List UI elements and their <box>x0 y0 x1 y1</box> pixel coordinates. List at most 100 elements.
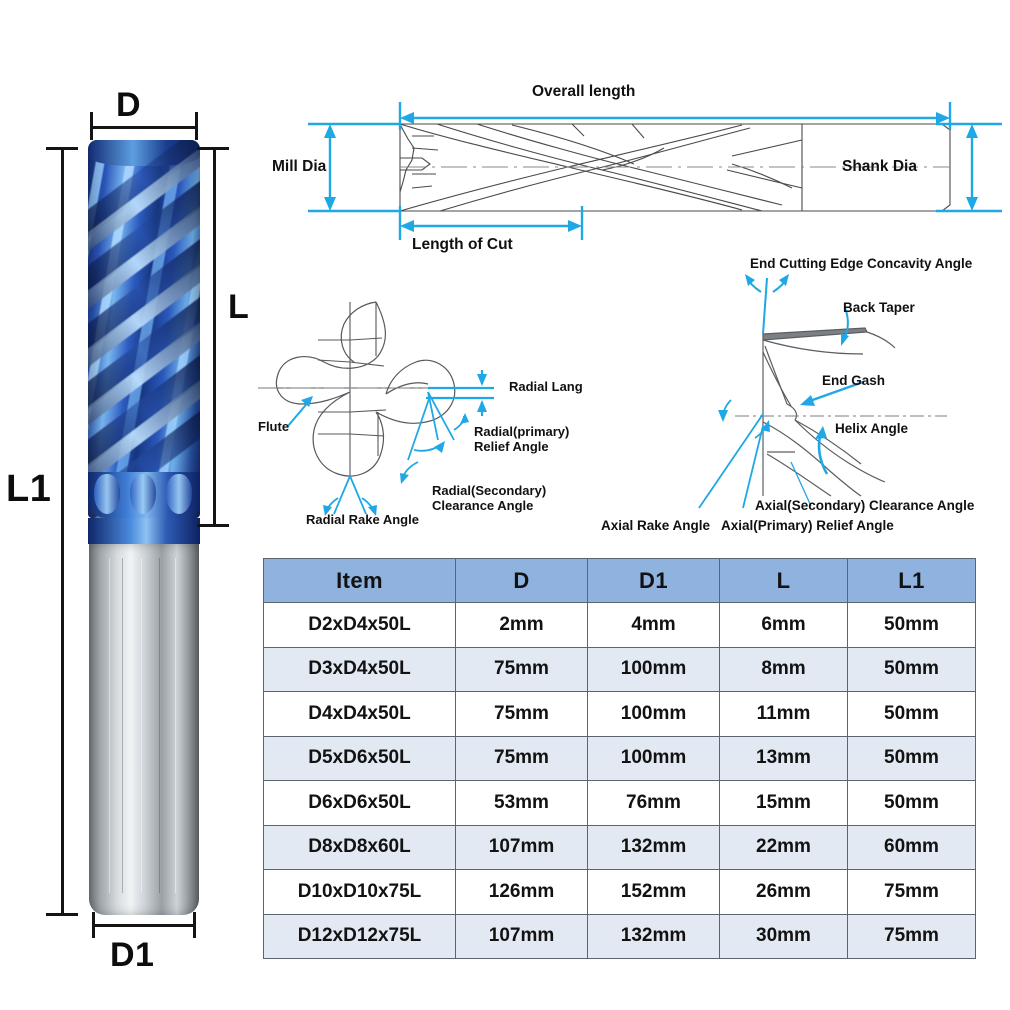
cell-l1: 75mm <box>847 913 976 959</box>
l1-dimension-line <box>61 148 64 915</box>
cell-item: D6xD6x50L <box>263 780 456 826</box>
label-length-of-cut: Length of Cut <box>412 236 513 253</box>
cell-l1: 50mm <box>847 735 976 781</box>
endmill-profile-outline <box>762 327 896 497</box>
l-tick-top <box>197 147 229 150</box>
label-flute: Flute <box>258 419 290 434</box>
cell-l1: 50mm <box>847 691 976 737</box>
cell-l: 8mm <box>719 646 848 692</box>
cell-item: D2xD4x50L <box>263 602 456 648</box>
flute-section <box>88 140 200 518</box>
flute-cross-section <box>275 301 456 477</box>
flute-leader <box>287 396 313 427</box>
helix-angle-leader <box>815 426 829 475</box>
cell-item: D10xD10x75L <box>263 869 456 915</box>
label-end-cutting-edge-concavity-angle: End Cutting Edge Concavity Angle <box>750 256 973 271</box>
cell-d1: 76mm <box>587 780 720 826</box>
cell-d: 107mm <box>455 913 588 959</box>
cell-d: 2mm <box>455 602 588 648</box>
steel-shank-section <box>89 544 199 915</box>
label-l: L <box>228 288 250 326</box>
d-dimension-line <box>90 126 198 129</box>
side-view-svg <box>308 102 1002 240</box>
back-taper-leader <box>841 307 849 346</box>
flute-end-lobes <box>88 472 200 518</box>
radial-secondary-clearance-leader <box>400 395 445 484</box>
label-end-gash: End Gash <box>822 373 886 388</box>
cell-l1: 50mm <box>847 602 976 648</box>
profile-view-svg <box>698 274 947 509</box>
coating-transition-band <box>88 518 200 544</box>
column-header-item: Item <box>263 558 456 603</box>
d1-tick-left <box>92 912 95 938</box>
cell-item: D8xD8x60L <box>263 824 456 870</box>
cell-d: 75mm <box>455 691 588 737</box>
table-row: D3xD4x50L 75mm 100mm 8mm 50mm <box>263 646 976 692</box>
cell-l1: 50mm <box>847 646 976 692</box>
label-shank-dia: Shank Dia <box>842 158 917 175</box>
label-axial-secondary-clearance-angle: Axial(Secondary) Clearance Angle <box>755 498 975 513</box>
specification-table: Item D D1 L L1 D2xD4x50L 2mm 4mm 6mm 50m… <box>263 558 976 959</box>
label-radial-secondary-clearance-angle: Radial(Secondary) Clearance Angle <box>432 483 547 513</box>
table-row: D10xD10x75L 126mm 152mm 26mm 75mm <box>263 869 976 915</box>
label-d: D <box>116 86 142 124</box>
cell-l: 26mm <box>719 869 848 915</box>
table-row: D4xD4x50L 75mm 100mm 11mm 50mm <box>263 691 976 737</box>
l1-tick-bottom <box>46 913 78 916</box>
d-tick-right <box>195 112 198 140</box>
cell-d: 126mm <box>455 869 588 915</box>
cell-l1: 50mm <box>847 780 976 826</box>
label-back-taper: Back Taper <box>843 300 915 315</box>
end-mill-tool-image <box>88 140 200 915</box>
side-view-diagram: Overall length Mill Dia Shank Dia Length… <box>272 78 1002 263</box>
cell-l: 13mm <box>719 735 848 781</box>
d1-tick-right <box>193 912 196 938</box>
product-photo-panel: D L L1 D1 <box>0 0 262 1010</box>
cell-d: 107mm <box>455 824 588 870</box>
radial-primary-relief-leader <box>427 391 469 441</box>
table-row: D2xD4x50L 2mm 4mm 6mm 50mm <box>263 602 976 648</box>
label-axial-primary-relief-angle: Axial(Primary) Relief Angle <box>721 518 894 533</box>
cell-l: 6mm <box>719 602 848 648</box>
label-axial-rake-angle: Axial Rake Angle <box>601 518 711 533</box>
end-gash-leader <box>800 380 864 406</box>
axial-primary-relief-leader <box>742 420 770 509</box>
cell-l1: 60mm <box>847 824 976 870</box>
cell-d1: 4mm <box>587 602 720 648</box>
label-mill-dia: Mill Dia <box>272 158 327 175</box>
radial-lang-dimension <box>426 370 494 416</box>
overall-length-dimension <box>398 102 952 130</box>
label-l1: L1 <box>6 468 52 510</box>
cell-item: D5xD6x50L <box>263 735 456 781</box>
cell-d1: 152mm <box>587 869 720 915</box>
cell-l1: 75mm <box>847 869 976 915</box>
axial-rake-leader <box>698 399 764 509</box>
table-header-row: Item D D1 L L1 <box>263 558 976 603</box>
column-header-d: D <box>455 558 588 603</box>
column-header-d1: D1 <box>587 558 720 603</box>
cell-d1: 100mm <box>587 691 720 737</box>
label-overall-length: Overall length <box>532 83 636 100</box>
end-view-diagram: Flute Radial Lang Radial(primary) Relief… <box>258 300 608 540</box>
cell-d: 75mm <box>455 646 588 692</box>
l-dimension-line <box>213 148 216 526</box>
cell-l: 22mm <box>719 824 848 870</box>
label-radial-lang: Radial Lang <box>509 379 583 394</box>
cell-item: D4xD4x50L <box>263 691 456 737</box>
cell-l: 11mm <box>719 691 848 737</box>
d1-dimension-line <box>92 924 196 927</box>
cell-d1: 132mm <box>587 913 720 959</box>
end-view-svg <box>258 301 494 516</box>
shank-dia-dimension <box>936 122 1002 213</box>
d-tick-left <box>90 112 93 140</box>
cell-d: 53mm <box>455 780 588 826</box>
cell-d1: 100mm <box>587 735 720 781</box>
table-body: D2xD4x50L 2mm 4mm 6mm 50mm D3xD4x50L 75m… <box>263 602 976 959</box>
cell-d1: 100mm <box>587 646 720 692</box>
profile-view-diagram: End Cutting Edge Concavity Angle Back Ta… <box>595 256 1000 541</box>
concavity-angle-leader <box>745 274 789 335</box>
table-row: D12xD12x75L 107mm 132mm 30mm 75mm <box>263 913 976 959</box>
cell-d: 75mm <box>455 735 588 781</box>
cell-d1: 132mm <box>587 824 720 870</box>
length-of-cut-dimension <box>398 206 584 240</box>
